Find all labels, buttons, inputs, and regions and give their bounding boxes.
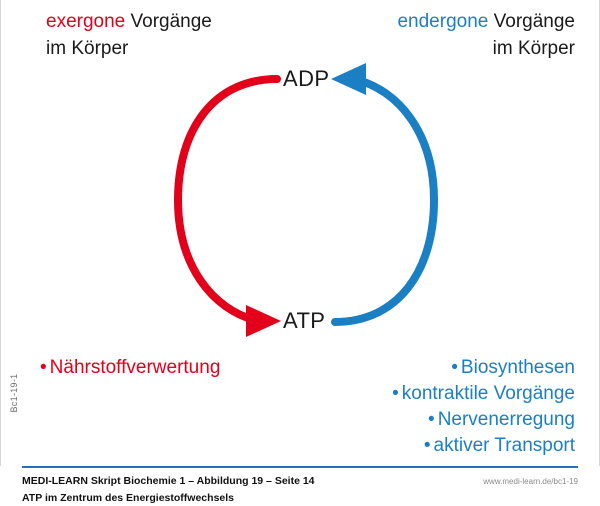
atp-adp-cycle-diagram: [173, 63, 439, 337]
footer-url: www.medi-learn.de/bc1-19: [483, 477, 578, 486]
heading-endergone-rest: Vorgänge: [488, 11, 575, 32]
footer-divider: [22, 466, 578, 468]
list-item: •aktiver Transport: [392, 433, 575, 459]
exergone-arrowhead-icon: [246, 305, 281, 337]
list-item-label: kontraktile Vorgänge: [401, 383, 575, 404]
heading-exergone-accent: exergone: [46, 11, 126, 32]
heading-exergone-line1: exergone Vorgänge: [46, 8, 212, 35]
bullet-icon: •: [423, 435, 431, 456]
heading-endergone-line1: endergone Vorgänge: [397, 8, 575, 35]
list-item-label: Biosynthesen: [460, 357, 575, 378]
exergone-process-list: •Nährstoffverwertung: [40, 355, 220, 381]
list-item: •Biosynthesen: [392, 355, 575, 381]
list-item: •Nervenerregung: [392, 407, 575, 433]
footer-caption-line: ATP im Zentrum des Energiestoffwechsels: [22, 492, 234, 504]
bullet-icon: •: [428, 409, 435, 430]
endergone-list: •Biosynthesen •kontraktile Vorgänge •Ner…: [392, 355, 575, 459]
list-item: •kontraktile Vorgänge: [392, 381, 575, 407]
endergone-process-list: •Biosynthesen •kontraktile Vorgänge •Ner…: [392, 355, 575, 459]
page-edge-rule-left: [0, 0, 1, 466]
heading-exergone: exergone Vorgänge im Körper: [46, 8, 212, 62]
list-item-label: aktiver Transport: [433, 435, 576, 456]
heading-endergone-line2: im Körper: [492, 38, 575, 59]
heading-exergone-rest: Vorgänge: [125, 11, 212, 32]
heading-endergone-accent: endergone: [397, 11, 489, 32]
node-label-atp: ATP: [283, 308, 326, 333]
list-item-label: Nervenerregung: [437, 409, 575, 430]
node-label-adp: ADP: [283, 66, 330, 91]
endergone-arrowhead-icon: [331, 63, 366, 95]
figure-side-code: Bc1-19-1: [9, 373, 19, 413]
footer-source-line: MEDI-LEARN Skript Biochemie 1 – Abbildun…: [22, 475, 315, 487]
list-item: •Nährstoffverwertung: [40, 355, 220, 381]
bullet-icon: •: [40, 357, 47, 378]
endergone-arc: [331, 75, 439, 326]
exergone-arc: [173, 75, 281, 325]
bullet-icon: •: [392, 383, 399, 404]
heading-endergone: endergone Vorgänge im Körper: [397, 8, 575, 62]
heading-exergone-line2: im Körper: [46, 38, 129, 59]
bullet-icon: •: [451, 357, 458, 378]
exergone-list: •Nährstoffverwertung: [40, 355, 220, 381]
list-item-label: Nährstoffverwertung: [49, 357, 221, 378]
footer: MEDI-LEARN Skript Biochemie 1 – Abbildun…: [22, 472, 578, 506]
